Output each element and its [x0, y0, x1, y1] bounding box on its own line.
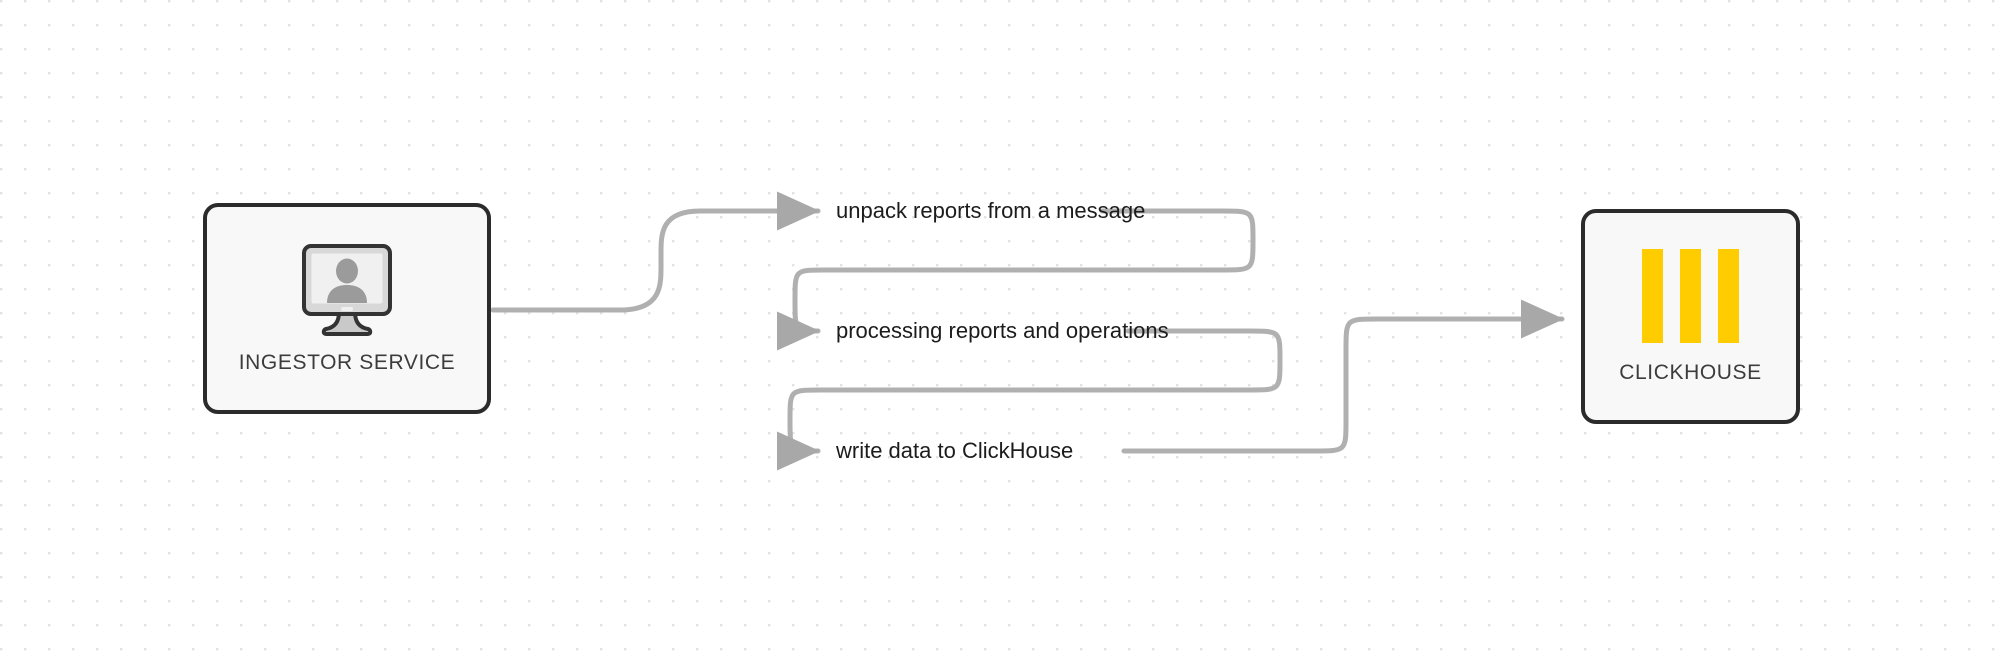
- edge-path-3: [776, 328, 1283, 471]
- node-ingestor-service[interactable]: INGESTOR SERVICE: [203, 203, 491, 414]
- clickhouse-bar-1: [1642, 248, 1663, 343]
- node-clickhouse[interactable]: CLICKHOUSE: [1581, 209, 1800, 424]
- edge-label-unpack-reports: unpack reports from a message: [836, 198, 1146, 223]
- edge-path-4: [1121, 299, 1565, 454]
- node-label-clickhouse: CLICKHOUSE: [1619, 360, 1762, 384]
- edge-label-processing-reports: processing reports and operations: [836, 318, 1169, 343]
- edge-path-2: [776, 208, 1256, 351]
- clickhouse-bar-3: [1718, 248, 1739, 343]
- edge-label-write-data: write data to ClickHouse: [836, 438, 1074, 463]
- clickhouse-bar-2: [1680, 248, 1701, 343]
- clickhouse-bars-icon: [1642, 248, 1739, 343]
- edge-path-1: [490, 191, 821, 313]
- node-label-ingestor-service: INGESTOR SERVICE: [238, 350, 456, 374]
- monitor-user-icon: [293, 243, 401, 337]
